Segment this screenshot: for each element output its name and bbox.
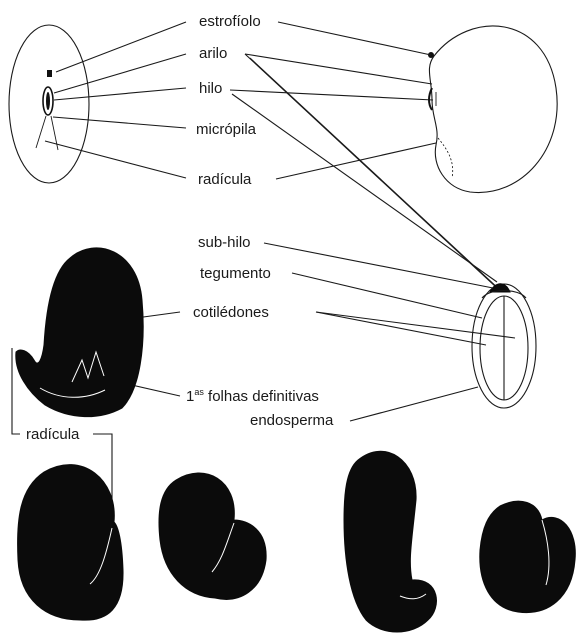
label-micropila: micrópila [196,121,257,138]
embryo-bottom-3 [344,451,436,632]
embryo-main [16,248,143,417]
embryo-bottom-1 [18,465,123,621]
label-folhas-definitivas: 1as folhas definitivas [186,387,319,405]
top-leader-lines [45,22,500,290]
folhas-superscript: as [194,387,204,397]
folhas-rest: folhas definitivas [204,388,319,405]
label-radicula-top: radícula [198,171,252,188]
seed-cross-section [472,284,536,408]
label-endosperma: endosperma [250,412,334,429]
label-estrofiolo: estrofíolo [199,13,261,30]
label-cotiledones: cotilédones [193,304,269,321]
label-arilo: arilo [199,45,227,62]
embryo-bottom-2 [159,473,266,599]
label-tegumento: tegumento [200,265,271,282]
seed-front-view [9,25,89,183]
seed-side-view [428,26,557,193]
label-radicula-bottom: radícula [26,426,80,443]
embryo-bottom-4 [480,501,576,612]
label-hilo: hilo [199,80,222,97]
label-sub-hilo: sub-hilo [198,234,251,251]
folhas-prefix: 1 [186,388,194,405]
estrofiolo-mark [47,70,52,77]
